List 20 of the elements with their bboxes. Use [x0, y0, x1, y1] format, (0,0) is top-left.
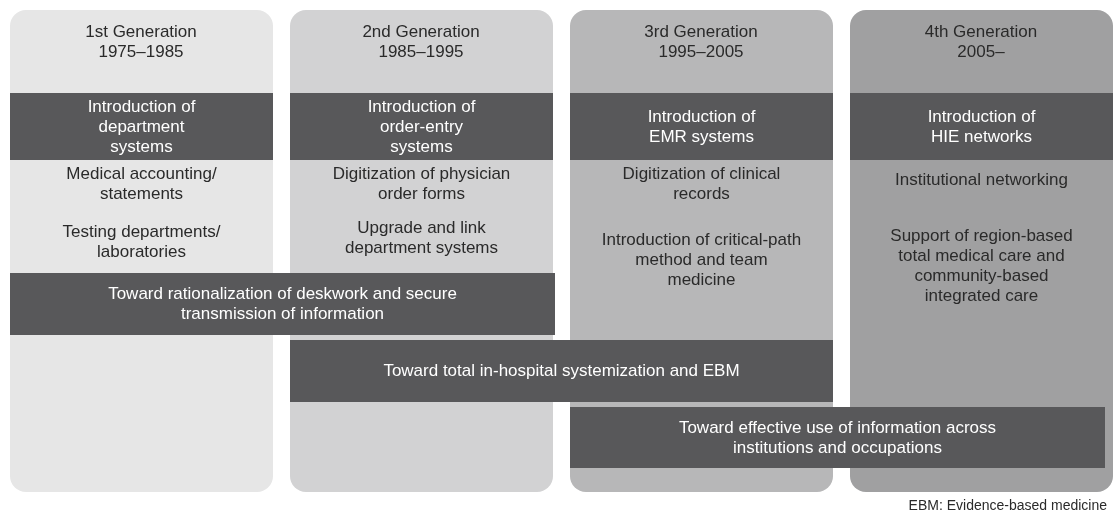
- body-text: Institutional networking: [894, 170, 1069, 190]
- introduction-banner: Introduction of EMR systems: [570, 93, 833, 160]
- body-text: Introduction of critical-path method and team medicine: [600, 230, 803, 290]
- body-text: Support of region-based total medical care and community-based integrated care: [889, 226, 1074, 306]
- footnote: EBM: Evidence-based medicine: [908, 497, 1107, 513]
- goal-banner: Toward effective use of information across institutions and occupations: [570, 407, 1105, 468]
- introduction-banner: Introduction of order-entry systems: [290, 93, 553, 160]
- body-text: Upgrade and link department systems: [343, 218, 500, 258]
- body-text: Digitization of physician order forms: [331, 164, 512, 204]
- column-heading: 1st Generation 1975–1985: [84, 22, 198, 62]
- column-heading: 3rd Generation 1995–2005: [643, 22, 759, 62]
- column-heading: 2nd Generation 1985–1995: [361, 22, 481, 62]
- column-heading: 4th Generation 2005–: [923, 22, 1039, 62]
- introduction-banner: Introduction of department systems: [10, 93, 273, 160]
- body-text: Testing departments/ laboratories: [61, 222, 222, 262]
- goal-banner: Toward total in-hospital systemization and EBM: [290, 340, 833, 402]
- body-text: Digitization of clinical records: [621, 164, 782, 204]
- goal-banner: Toward rationalization of deskwork and secure transmission of information: [10, 273, 555, 335]
- body-text: Medical accounting/ statements: [65, 164, 218, 204]
- introduction-banner: Introduction of HIE networks: [850, 93, 1113, 160]
